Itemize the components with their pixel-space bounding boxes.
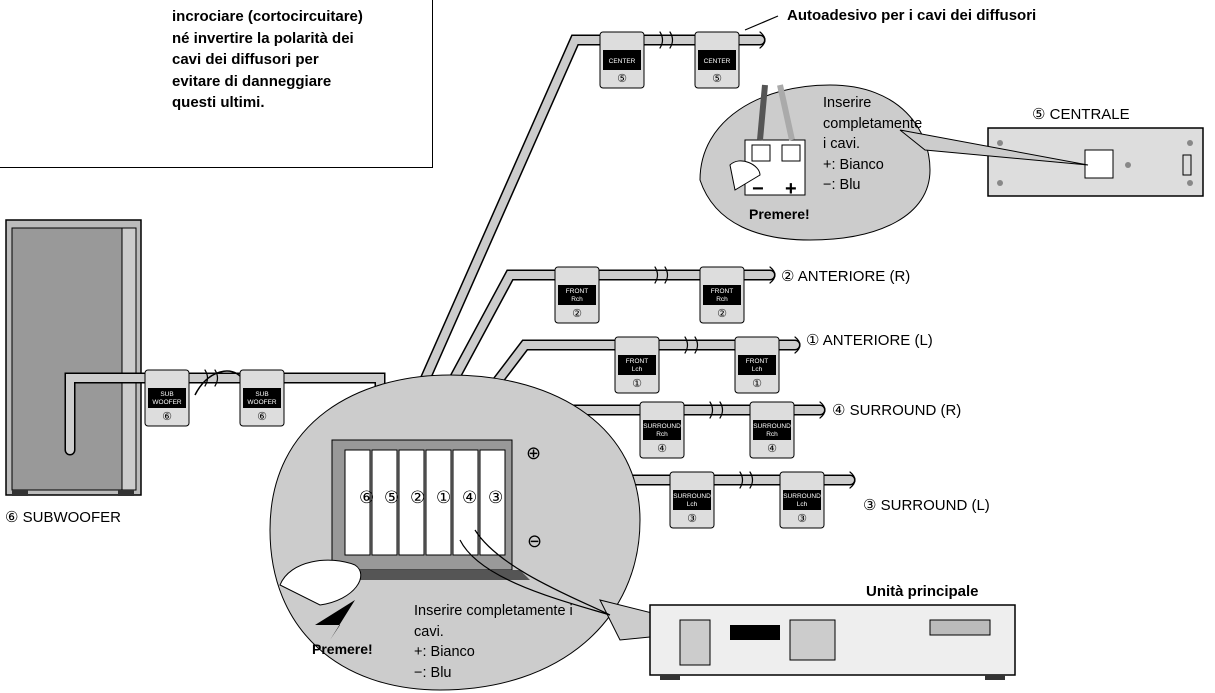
cable-tag-subwoofer: SUBWOOFER ⑥ — [239, 369, 285, 427]
main-bubble-line: Inserire completamente i — [414, 603, 573, 619]
cable-tag-label: SURROUND — [643, 423, 681, 430]
cable-tag-label: WOOFER — [247, 399, 277, 406]
warning-line: incrociare (cortocircuitare) — [172, 8, 363, 25]
center-bubble-line: Inserire — [823, 95, 872, 111]
warning-box — [0, 0, 433, 168]
cable-tag-label: Lch — [797, 501, 808, 508]
center-speaker-label: ⑤ CENTRALE — [1032, 106, 1130, 123]
cable-tag-label: SUB — [255, 391, 268, 398]
cable-tag-number: ④ — [657, 443, 667, 455]
warning-text: incrociare (cortocircuitare) né invertir… — [172, 6, 432, 114]
center-bubble-text: Inserire completamente i cavi. +: Bianco… — [823, 93, 922, 196]
cable-tag-number: ④ — [767, 443, 777, 455]
cable-tag-number: ⑥ — [257, 411, 267, 423]
main-press-label: Premere! — [312, 641, 373, 657]
cable-tag-number: ③ — [797, 513, 807, 525]
cable-tag-label: Rch — [656, 431, 668, 438]
center-press-label: Premere! — [749, 206, 810, 222]
cable-tag-number: ③ — [687, 513, 697, 525]
main-bubble-line: cavi. — [414, 623, 444, 640]
cable-tag-label: CENTER — [609, 58, 636, 65]
cable-tag-label: FRONT — [711, 288, 733, 295]
terminal-number: ⑤ — [384, 488, 400, 507]
main-bubble-line: −: Blu — [414, 664, 452, 681]
cable-tag-label: Rch — [716, 296, 728, 303]
main-bubble-line: +: Bianco — [414, 644, 475, 660]
center-plus-symbol: + — [785, 178, 797, 200]
cable-tag-label: Rch — [571, 296, 583, 303]
sticker-leader-line — [744, 15, 779, 31]
surround-l-label: ③ SURROUND (L) — [863, 497, 990, 514]
front-r-label: ② ANTERIORE (R) — [781, 268, 911, 285]
main-unit-leader-lines — [459, 529, 611, 616]
warning-line: né invertire la polarità dei — [172, 29, 354, 47]
terminal-number: ⑥ — [359, 488, 375, 507]
cable-tag-number: ⑤ — [617, 73, 627, 85]
cable-tag-label: WOOFER — [152, 399, 182, 406]
surround-r-label: ④ SURROUND (R) — [832, 402, 962, 419]
main-unit-illustration — [649, 604, 1016, 680]
cable-tag-label: SURROUND — [753, 423, 791, 430]
cable-tags: CENTER⑤CENTER⑤FRONTRch②FRONTRch②FRONTLch… — [144, 31, 825, 529]
center-bubble-line: completamente — [823, 115, 923, 132]
terminal-number: ① — [436, 488, 452, 507]
cable-tag-label: SURROUND — [673, 493, 711, 500]
cable-tag-label: CENTER — [704, 58, 731, 65]
cable-tag-number: ② — [717, 308, 727, 320]
front-l-label: ① ANTERIORE (L) — [806, 332, 933, 349]
plus-terminal-symbol: ⊕ — [526, 443, 542, 463]
main-unit-label: Unità principale — [866, 583, 979, 600]
subwoofer-illustration — [5, 219, 142, 496]
cable-tag-label: Lch — [632, 366, 643, 373]
cable-tag-number: ② — [572, 308, 582, 320]
center-bubble-line: −: Blu — [823, 177, 861, 193]
sticker-label: Autoadesivo per i cavi dei diffusori — [787, 7, 1037, 24]
cable-tag-center: CENTER ⑤ — [694, 31, 740, 89]
warning-line: cavi dei diffusori per — [172, 51, 319, 68]
cable-tag-label: SURROUND — [783, 493, 821, 500]
cable-tag-label: Rch — [766, 431, 778, 438]
cable-tag-center: CENTER ⑤ — [599, 31, 645, 89]
cable-tag-number: ① — [632, 378, 642, 390]
cable-tag-number: ⑤ — [712, 73, 722, 85]
cable-tag-label: FRONT — [626, 358, 648, 365]
cable-tag-subwoofer: SUBWOOFER ⑥ — [144, 369, 190, 427]
warning-line: questi ultimi. — [172, 94, 265, 111]
center-minus-symbol: − — [752, 178, 764, 200]
center-terminal-bubble — [699, 84, 1089, 241]
cable-tag-label: FRONT — [746, 358, 768, 365]
center-speaker-illustration — [987, 127, 1204, 197]
main-bubble-text: Inserire completamente i cavi. +: Bianco… — [414, 601, 573, 683]
subwoofer-label: ⑥ SUBWOOFER — [5, 509, 121, 526]
center-bubble-line: +: Bianco — [823, 156, 884, 173]
cable-tag-number: ⑥ — [162, 411, 172, 423]
cable-tag-label: FRONT — [566, 288, 588, 295]
center-bubble-line: i cavi. — [823, 136, 861, 152]
main-terminal-bubble — [269, 374, 721, 691]
terminal-number: ③ — [488, 488, 504, 507]
warning-line: evitare di danneggiare — [172, 72, 332, 90]
cable-tag-number: ① — [752, 378, 762, 390]
minus-terminal-symbol: ⊖ — [527, 531, 543, 551]
cable-tag-label: Lch — [752, 366, 763, 373]
terminal-number: ④ — [462, 488, 478, 507]
terminal-number: ② — [410, 488, 426, 507]
cable-tag-label: SUB — [160, 391, 173, 398]
cable-tag-label: Lch — [687, 501, 698, 508]
